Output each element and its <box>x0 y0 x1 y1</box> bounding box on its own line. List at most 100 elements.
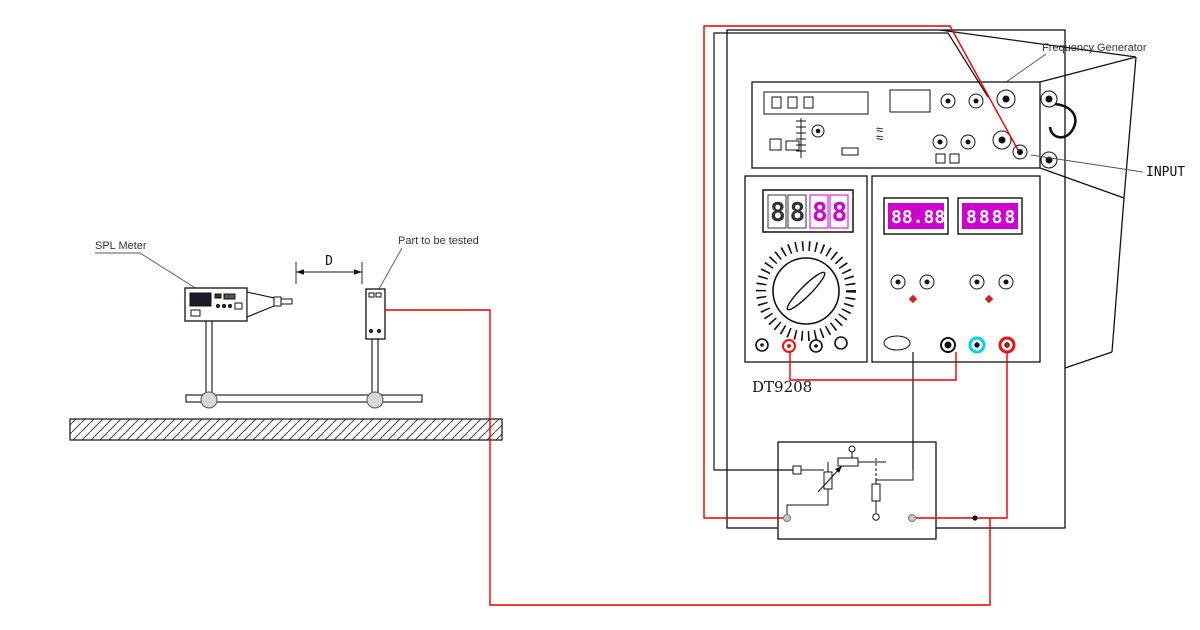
freq-gen-knob <box>811 124 825 138</box>
bench-knob <box>998 274 1014 290</box>
freq-gen-display-segment <box>771 96 782 109</box>
input-leader <box>1030 154 1144 173</box>
red-wire-input-to-board <box>703 25 1019 519</box>
spl-meter-label: SPL Meter <box>95 240 147 252</box>
bench-knob <box>969 274 985 290</box>
enclosure-top-edge <box>939 29 1137 58</box>
stand-wheel <box>366 391 384 409</box>
microphone-tip <box>280 298 293 305</box>
freq-gen-button <box>949 153 960 164</box>
spl-meter-button <box>223 293 236 300</box>
part-terminal-dot <box>376 328 382 334</box>
spl-meter-display <box>189 292 212 307</box>
red-wire-board-to-part <box>385 309 991 606</box>
stands <box>205 321 379 396</box>
bench-display-2-digits: 8888 <box>966 207 1017 228</box>
microphone-cone <box>246 291 275 318</box>
dial-pointer <box>786 271 826 311</box>
circuit-board-outline <box>777 441 937 540</box>
red-indicator-diamond <box>908 294 918 304</box>
spl-meter-key <box>221 303 227 309</box>
freq-gen-knob <box>968 93 984 109</box>
dimension-label: D <box>325 254 333 269</box>
bench-knob <box>890 274 906 290</box>
enclosure-side-top <box>1039 56 1137 83</box>
red-wires <box>385 25 1019 606</box>
resistor <box>837 457 859 467</box>
dt9208-jacks <box>755 336 848 353</box>
side-connector-pin <box>1045 95 1053 103</box>
board-trace <box>786 489 829 514</box>
resistor <box>871 483 881 502</box>
bench-meter-panel <box>871 175 1041 363</box>
spl-meter-key <box>190 309 201 317</box>
support-rail <box>185 394 423 403</box>
part-label: Part to be tested <box>398 235 479 247</box>
dt9208-digits-left: 88 <box>770 198 809 228</box>
red-indicator-diamond <box>984 294 994 304</box>
enclosure-side-bottom <box>1039 167 1125 199</box>
enclosure-side-edge <box>1123 56 1137 199</box>
freq-gen-knob <box>940 93 956 109</box>
part-leader-line <box>378 247 403 290</box>
dt9208-model-label: DT9208 <box>752 378 812 396</box>
dimension-d <box>295 262 363 284</box>
freq-gen-output-connector <box>996 89 1016 109</box>
dt9208-jack <box>834 336 848 350</box>
dt9208-digit-cell <box>787 194 807 229</box>
red-wire-jack-to-board <box>916 352 1008 519</box>
spl-meter-key <box>227 303 233 309</box>
input-label: INPUT <box>1146 165 1185 180</box>
enclosure-side-edge-lower <box>1111 197 1125 353</box>
freq-gen-button <box>769 138 782 151</box>
dimension-arrow-right <box>354 269 362 275</box>
dt9208-digit-cell <box>809 194 829 229</box>
ground-hatch <box>69 418 503 441</box>
bench-display-1-digits: 88.88 <box>891 207 945 228</box>
black-wires <box>713 32 989 471</box>
red-wire-dt9208-to-meter <box>789 352 957 381</box>
freq-gen-display-segment <box>787 96 798 109</box>
freq-gen-display-segment <box>803 96 814 109</box>
microphone-neck <box>273 296 282 307</box>
board-pad-left <box>783 514 791 522</box>
bench-jack-red-pin <box>1004 342 1010 348</box>
part-terminal-dot <box>368 328 374 334</box>
freq-gen-sub-display <box>889 89 931 113</box>
part-terminal <box>375 292 382 298</box>
power-button <box>883 335 911 351</box>
freq-gen-knob <box>932 134 948 150</box>
spl-meter-key <box>234 302 243 310</box>
stand-wheel <box>200 391 218 409</box>
part-body <box>365 288 386 340</box>
enclosure-side-bottom-lower <box>1064 351 1113 369</box>
bench-knob <box>919 274 935 290</box>
board-pad-right <box>908 514 916 522</box>
frequency-generator-label: Frequency Generator <box>1042 42 1147 54</box>
freq-gen-slider <box>796 118 806 158</box>
bench-jack-cyan-pin <box>974 342 980 348</box>
spl-meter-leader-line <box>95 252 198 290</box>
sine-wave-icon: ≈ <box>876 130 883 145</box>
input-jack <box>1012 144 1028 160</box>
dt9208-jack-red-pin <box>787 344 791 348</box>
dt9208-digit-cell <box>767 194 787 229</box>
freq-gen-button <box>935 153 946 164</box>
sine-wave-icon: ≈ <box>876 122 883 137</box>
board-test-point <box>848 445 856 453</box>
spl-meter-key <box>215 303 221 309</box>
bench-display-1-glass <box>888 203 944 229</box>
wire-junction-dot <box>972 515 978 521</box>
frequency-generator-panel <box>751 81 1041 169</box>
bench-display-2-glass <box>962 203 1018 229</box>
freq-gen-output-connector <box>992 130 1012 150</box>
dt9208-rotary-dial <box>756 241 856 341</box>
bench-jack-black-pin <box>944 341 952 349</box>
dt9208-jack-pin <box>760 343 764 347</box>
black-wire-generator-to-board <box>713 32 989 471</box>
spl-meter <box>184 287 293 322</box>
enclosure-handle <box>1045 102 1077 139</box>
circuit-board <box>777 441 937 540</box>
